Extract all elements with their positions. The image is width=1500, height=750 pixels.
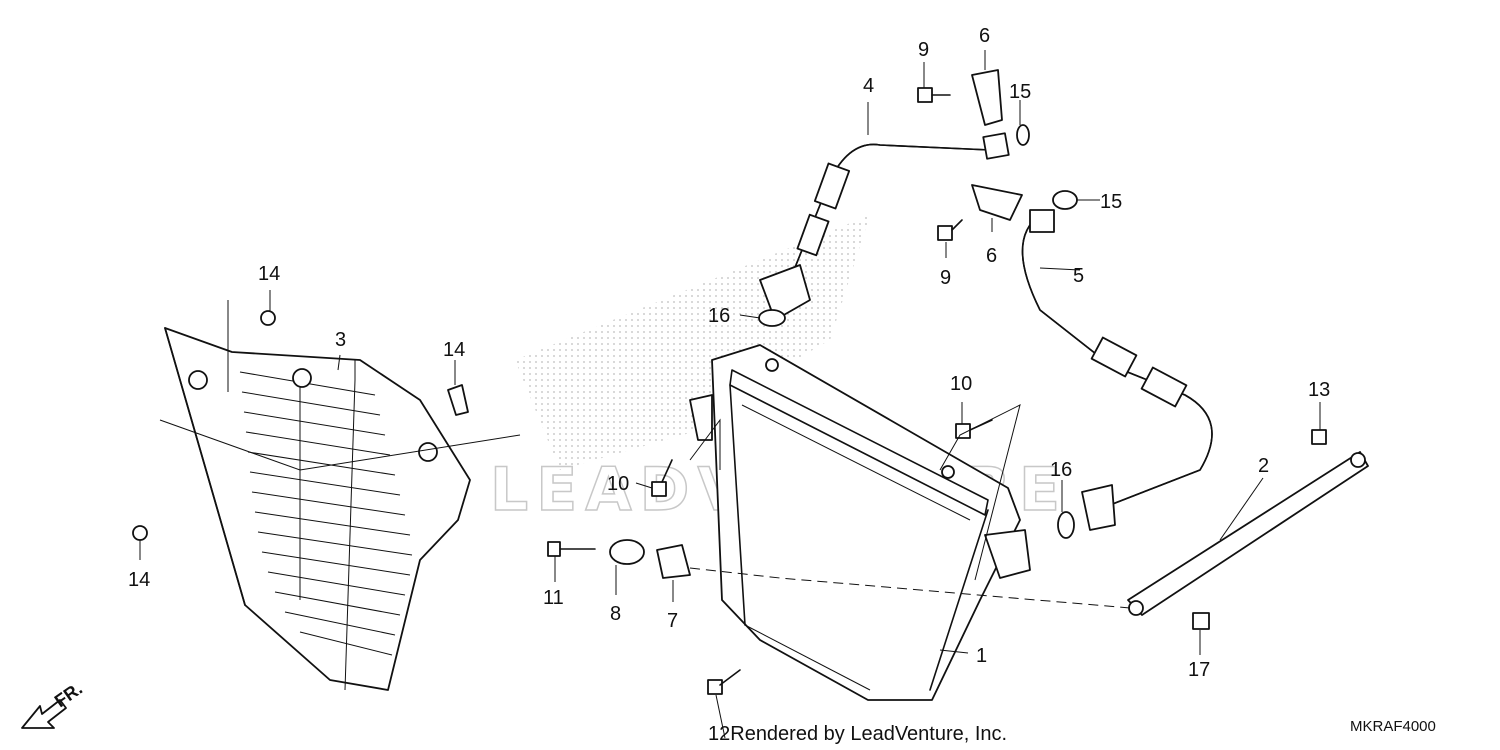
label-1: 1 xyxy=(976,645,987,667)
label-11: 11 xyxy=(543,587,564,609)
radiator-part-1 xyxy=(689,344,1031,701)
label-6-lower: 6 xyxy=(986,245,997,267)
credit-text: 12Rendered by LeadVenture, Inc. xyxy=(708,723,1007,745)
label-5: 5 xyxy=(1073,265,1084,287)
label-14-left: 14 xyxy=(128,569,150,591)
part-labels: 1 2 3 4 5 6 6 7 8 9 9 10 10 11 13 14 14 … xyxy=(128,25,1330,681)
label-10-left: 10 xyxy=(607,473,629,495)
label-17: 17 xyxy=(1188,659,1210,681)
label-4: 4 xyxy=(863,75,874,97)
leader-lines xyxy=(139,50,1321,739)
label-8: 8 xyxy=(610,603,621,625)
stay-part-2 xyxy=(1127,451,1369,616)
label-9-lower: 9 xyxy=(940,267,951,289)
label-16-top: 16 xyxy=(708,305,730,327)
hose-part-5 xyxy=(1021,209,1213,531)
label-9-top: 9 xyxy=(918,39,929,61)
label-16-lower: 16 xyxy=(1050,459,1072,481)
shroud-part-3 xyxy=(159,300,521,691)
label-14-top: 14 xyxy=(258,263,280,285)
hardware-parts xyxy=(132,69,1327,695)
label-14-right: 14 xyxy=(443,339,465,361)
label-15-right: 15 xyxy=(1100,191,1122,213)
diagram-code: MKRAF4000 xyxy=(1350,718,1436,735)
label-2: 2 xyxy=(1258,455,1269,477)
label-3: 3 xyxy=(335,329,346,351)
label-15-top: 15 xyxy=(1009,81,1031,103)
label-13: 13 xyxy=(1308,379,1330,401)
front-indicator: FR. xyxy=(21,678,86,729)
label-7: 7 xyxy=(667,610,678,632)
hose-part-4 xyxy=(759,132,1010,321)
label-6-top: 6 xyxy=(979,25,990,47)
label-10-right: 10 xyxy=(950,373,972,395)
